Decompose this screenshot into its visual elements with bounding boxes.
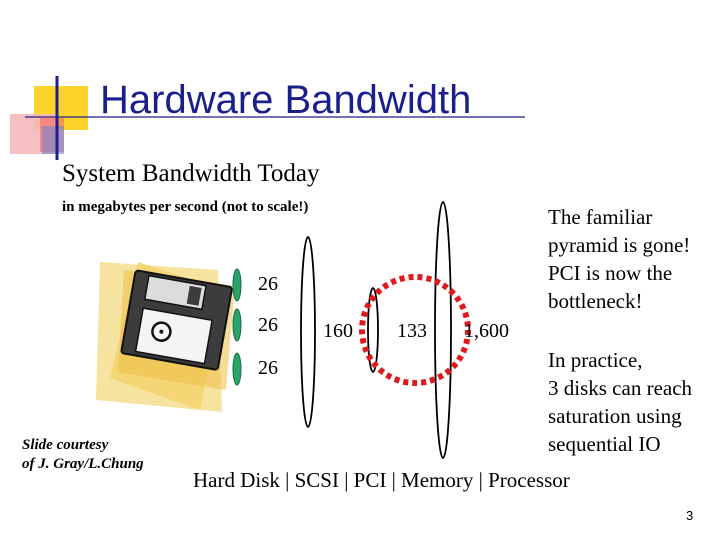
disk-ellipse-1	[233, 269, 241, 301]
disk-ellipse-2	[233, 309, 241, 341]
pyramid-note-line: bottleneck!	[548, 287, 690, 315]
slide-credit: Slide courtesy of J. Gray/L.Chung	[22, 436, 144, 474]
practice-note-line: In practice,	[548, 346, 692, 374]
disk-value-2: 26	[258, 314, 278, 337]
practice-note-line: saturation using	[548, 402, 692, 430]
memory-ellipse	[435, 202, 451, 458]
slide-subtitle: System Bandwidth Today	[62, 160, 320, 188]
units-note: in megabytes per second (not to scale!)	[62, 199, 308, 216]
page-number: 3	[686, 508, 693, 523]
disk-ellipse-3	[233, 353, 241, 385]
practice-note: In practice, 3 disks can reach saturatio…	[548, 346, 692, 458]
pyramid-note-line: The familiar	[548, 203, 690, 231]
pci-value: 133	[397, 320, 427, 343]
component-axis-label: Hard Disk | SCSI | PCI | Memory | Proces…	[193, 468, 570, 493]
slide-title: Hardware Bandwidth	[100, 78, 471, 123]
disk-value-3: 26	[258, 357, 278, 380]
scsi-ellipse	[301, 237, 315, 427]
memory-value: 1,600	[464, 320, 509, 343]
practice-note-line: sequential IO	[548, 430, 692, 458]
scsi-value: 160	[323, 320, 353, 343]
practice-note-line: 3 disks can reach	[548, 374, 692, 402]
disk-value-1: 26	[258, 273, 278, 296]
pyramid-note: The familiar pyramid is gone! PCI is now…	[548, 203, 690, 315]
pyramid-note-line: pyramid is gone!	[548, 231, 690, 259]
pyramid-note-line: PCI is now the	[548, 259, 690, 287]
floppy-disk-icon	[96, 262, 235, 412]
credit-line: Slide courtesy	[22, 436, 144, 455]
credit-line: of J. Gray/L.Chung	[22, 455, 144, 474]
